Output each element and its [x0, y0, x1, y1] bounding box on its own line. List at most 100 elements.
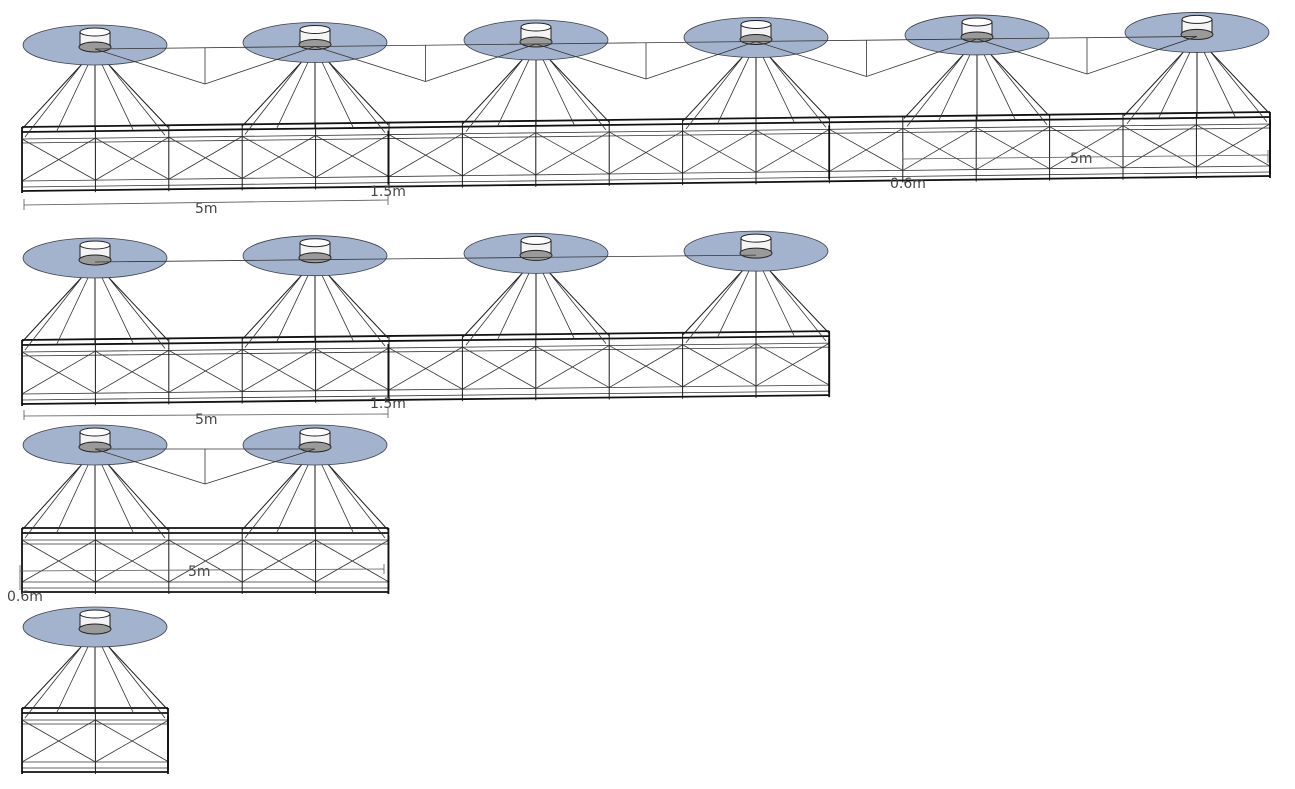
bottom-chord: [21, 175, 1271, 192]
hub-base: [298, 38, 332, 50]
cross-brace: [21, 350, 96, 395]
top-chord-inner: [21, 342, 830, 353]
cross-brace: [241, 348, 316, 392]
dimension-label: 5m: [1070, 151, 1093, 167]
cross-brace: [682, 343, 757, 388]
dimension-line: [23, 199, 389, 206]
dimension-label: 0.6m: [7, 589, 43, 605]
hub-top: [520, 22, 552, 32]
tether-dip: [866, 38, 978, 77]
bottom-chord: [21, 394, 830, 405]
cross-brace: [535, 131, 610, 176]
tether-dip: [94, 448, 206, 485]
hub-top: [740, 19, 772, 29]
tether-dip: [645, 41, 757, 80]
hub-base: [519, 36, 553, 48]
top-chord: [21, 330, 830, 341]
cross-brace: [1196, 123, 1271, 168]
cross-brace: [168, 349, 243, 393]
structures-layer: [21, 12, 1271, 774]
top-chord-inner: [21, 127, 1271, 144]
cross-brace: [1049, 125, 1124, 170]
cross-brace: [241, 135, 316, 179]
cross-brace: [462, 346, 537, 390]
top-chord: [21, 116, 1271, 133]
hub-base: [960, 31, 994, 43]
tether-dip: [1086, 36, 1198, 75]
dimension-label: 5m: [188, 564, 211, 580]
tether: [535, 254, 757, 258]
dimension-line: [19, 568, 385, 572]
tether: [94, 259, 316, 263]
dimensions-layer: 5m 1.5m 5m 0.6m 5m 1.5m 5m 0.6m: [7, 150, 1269, 605]
cross-brace: [315, 347, 390, 392]
cross-brace: [95, 719, 169, 763]
cross-brace: [388, 133, 463, 177]
cross-brace: [902, 127, 977, 171]
tether-dip: [535, 43, 647, 80]
tether: [535, 41, 757, 45]
cross-brace: [755, 342, 830, 387]
cross-brace: [168, 539, 243, 583]
hub-top: [79, 427, 111, 437]
top-chord: [21, 335, 830, 346]
hub-top: [79, 609, 111, 619]
cross-brace: [95, 539, 169, 583]
bottom-chord: [21, 165, 1271, 182]
hub-base: [78, 441, 112, 453]
hub-base: [78, 254, 112, 266]
cross-brace: [242, 539, 316, 583]
cross-brace: [1122, 124, 1197, 169]
tether-dip: [976, 38, 1088, 75]
cross-brace: [608, 344, 683, 388]
dimension-label: 1.5m: [370, 396, 406, 412]
cross-brace: [388, 346, 463, 391]
bottom-chord: [21, 384, 830, 395]
hub-base: [1180, 28, 1214, 40]
hub-top: [961, 17, 993, 27]
cross-brace: [21, 719, 96, 763]
top-chord-inner: [21, 346, 830, 357]
tether-dip: [204, 448, 316, 485]
tether-dip: [755, 41, 867, 77]
bottom-chord: [21, 171, 1271, 188]
tether: [314, 256, 537, 261]
hub-top: [520, 235, 552, 245]
hub-base: [78, 41, 112, 53]
tether-dip: [94, 48, 206, 85]
dimension-line: [23, 413, 389, 417]
truss-row-2: [21, 230, 831, 406]
dimension-line: [902, 154, 1269, 160]
hub-top: [299, 24, 331, 34]
truss-row-3: [21, 424, 390, 594]
top-chord-inner: [21, 123, 1271, 140]
dimension-label: 5m: [195, 201, 218, 217]
cross-brace: [95, 136, 170, 181]
hub-top: [740, 233, 772, 243]
tether-dip: [204, 46, 316, 85]
hub-base: [298, 252, 332, 264]
tether-dip: [425, 43, 537, 82]
cross-brace: [95, 350, 170, 394]
hub-base: [739, 247, 773, 259]
dimension-label: 0.6m: [890, 176, 926, 192]
truss-row-4: [21, 606, 169, 774]
cross-brace: [168, 136, 243, 180]
hub-top: [299, 427, 331, 437]
top-chord: [21, 111, 1271, 128]
hub-base: [78, 623, 112, 635]
cross-brace: [315, 539, 390, 583]
tether-dip: [314, 46, 426, 82]
truss-row-1: [21, 12, 1271, 193]
cross-brace: [21, 137, 96, 182]
hub-base: [298, 441, 332, 453]
cross-brace: [975, 126, 1050, 170]
hub-base: [739, 33, 773, 45]
hub-top: [299, 238, 331, 248]
cross-brace: [21, 539, 96, 583]
bottom-chord: [21, 390, 830, 401]
cross-brace: [608, 130, 683, 175]
cross-brace: [755, 128, 830, 173]
hub-base: [519, 249, 553, 261]
